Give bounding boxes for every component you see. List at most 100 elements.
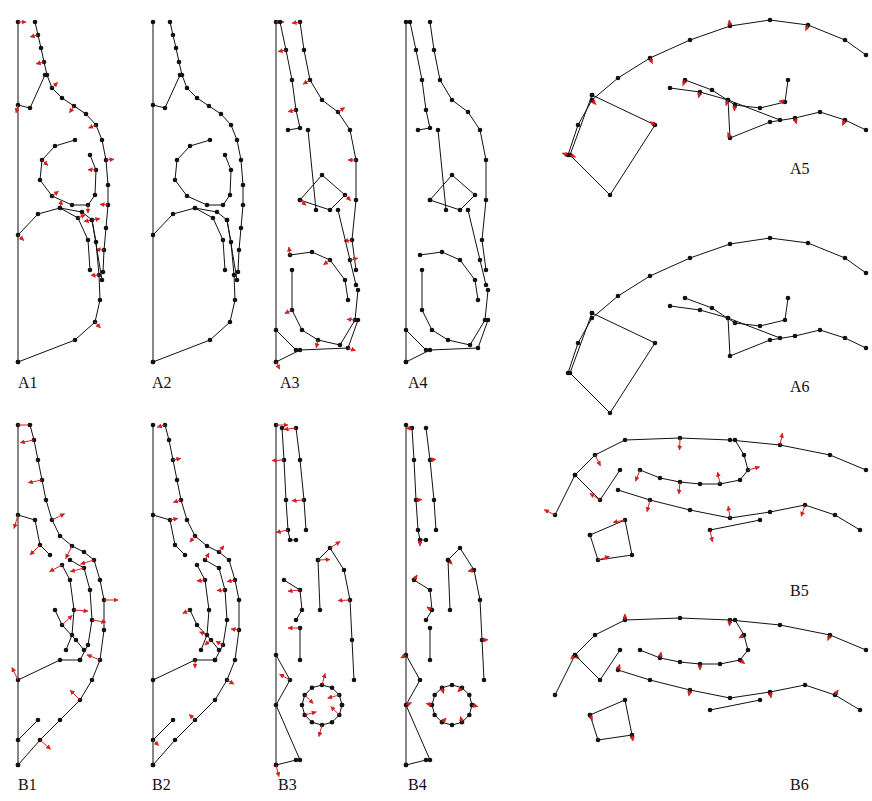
sketch-point [183,553,188,558]
point-sketch [12,423,118,768]
sketch-point [424,538,429,543]
sketch-line [568,20,866,155]
sketch-line [318,548,354,680]
sketch-point [708,708,713,713]
sketch-point [298,458,303,463]
sketch-point [280,426,285,431]
sketch-point [678,616,683,621]
sketch-point [484,158,489,163]
sketch-point [478,598,483,603]
motion-arrow [590,493,600,500]
sketch-point [38,178,43,183]
sketch-point [304,528,309,533]
motion-arrow [276,530,288,532]
sketch-point [864,271,869,276]
sketch-line [308,130,316,210]
sketch-point [450,98,455,103]
sketch-point [178,73,183,78]
sketch-point [448,608,453,613]
sketch-point [318,608,323,613]
sketch-point [352,678,357,683]
sketch-point [82,550,87,555]
motion-arrow [660,652,661,658]
sketch-point [58,206,63,211]
motion-arrow [570,155,576,157]
sketch-point [742,453,747,458]
sketch-point [864,468,869,473]
motion-arrow [632,735,634,741]
sketch-point [412,458,417,463]
sketch-point [300,328,305,333]
sketch-point [688,256,693,261]
motion-arrow [276,425,288,426]
sketch-point [288,538,293,543]
sketch-point [151,678,156,683]
motion-arrow [95,322,100,328]
sketch-point [438,78,443,83]
sketch-point [467,713,472,718]
sketch-point [205,544,210,549]
sketch-line [55,610,84,650]
point-sketch [16,20,114,365]
motion-arrow [104,600,118,601]
sketch-line [92,220,102,280]
sketch-point [414,48,419,53]
sketch-point [286,128,291,133]
motion-arrow [795,118,796,124]
sketch-point [653,341,658,346]
sketch-point [207,608,212,613]
sketch-point [294,618,299,623]
sketch-point [843,38,848,43]
sketch-point [356,288,361,293]
point-sketch [274,20,361,369]
sketch-point [16,763,21,768]
sketch-point [480,238,485,243]
motion-arrow [52,82,58,88]
sketch-point [88,588,93,593]
motion-arrow [427,607,432,610]
sketch-point [298,348,303,353]
panel-label: A4 [408,374,428,392]
sketch-point [404,328,409,333]
sketch-point [229,123,234,128]
sketch-point [58,718,63,723]
sketch-point [473,193,478,198]
motion-arrow [710,530,712,542]
sketch-point [698,308,703,313]
sketch-point [16,360,21,365]
sketch-point [467,693,472,698]
motion-arrow [189,714,195,720]
sketch-point [195,96,200,101]
sketch-point [151,763,156,768]
motion-arrow [300,200,306,205]
motion-arrow [458,688,462,692]
motion-arrow [338,108,345,112]
motion-arrow [647,500,650,512]
sketch-point [468,343,473,348]
motion-arrow [216,641,223,645]
sketch-line [430,628,431,660]
sketch-point [86,643,91,648]
sketch-point [43,73,48,78]
sketch-line [153,208,235,362]
sketch-line [640,620,748,664]
sketch-point [294,538,299,543]
sketch-point [82,648,87,653]
sketch-point [768,18,773,23]
sketch-line [302,685,342,725]
sketch-point [728,354,733,359]
sketch-point [106,183,111,188]
sketch-point [576,123,581,128]
sketch-point [404,360,409,365]
sketch-point [424,618,429,623]
motion-arrow [62,615,72,625]
sketch-line [640,440,748,484]
motion-arrow [718,472,720,484]
sketch-point [404,20,409,25]
sketch-point [778,118,783,123]
sketch-point [44,498,49,503]
sketch-line [18,75,45,108]
point-sketch [272,423,356,777]
sketch-point [484,268,489,273]
sketch-point [408,20,413,25]
